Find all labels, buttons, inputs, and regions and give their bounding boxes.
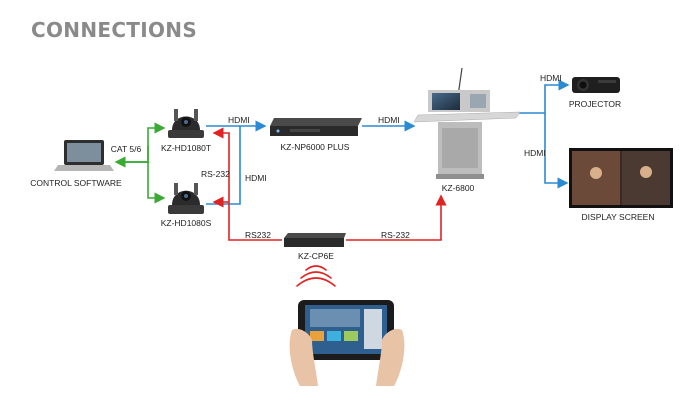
label-hdmi-to-projector: HDMI [540,73,562,83]
label-control-processor: KZ-CP6E [298,251,334,261]
hdmi-line-camera-bottom [206,126,241,205]
podium-icon [413,67,521,179]
label-camera-top: KZ-HD1080T [161,143,211,153]
hdmi-line-to-display [544,113,569,189]
label-hdmi-cam-bottom: HDMI [245,173,267,183]
label-hdmi-to-display: HDMI [524,148,546,158]
display-screen-icon [569,148,673,208]
tablet-icon [298,300,394,360]
cat-line-left [114,146,149,168]
hands-icon [289,328,405,386]
rs232-line-cams [212,127,282,241]
recorder-device-icon [270,118,362,136]
label-display: DISPLAY SCREEN [582,212,655,222]
label-recorder: KZ-NP6000 PLUS [281,142,350,152]
label-hdmi-cam-top: HDMI [228,115,250,125]
label-control-software: CONTROL SOFTWARE [30,178,122,188]
page-title: CONNECTIONS [31,18,198,42]
projector-icon [572,77,620,93]
control-processor-icon [284,233,346,247]
label-podium: KZ-6800 [442,183,475,193]
ptz-camera-top-icon [168,109,204,138]
label-camera-bottom: KZ-HD1080S [161,218,212,228]
ptz-camera-bottom-icon [168,183,204,214]
label-hdmi-to-podium: HDMI [378,115,400,125]
label-projector: PROJECTOR [569,99,621,109]
label-rs232-cp: RS232 [245,230,271,240]
wireless-signal-icon [296,265,336,287]
label-cat: CAT 5/6 [111,144,142,154]
rs232-line-to-podium [346,194,447,241]
label-rs232-podium: RS-232 [381,230,410,240]
laptop-icon [54,140,114,171]
cat-line-bottom [120,161,166,204]
hdmi-line-to-outputs [518,79,570,114]
label-rs232-cam: RS-232 [201,169,230,179]
